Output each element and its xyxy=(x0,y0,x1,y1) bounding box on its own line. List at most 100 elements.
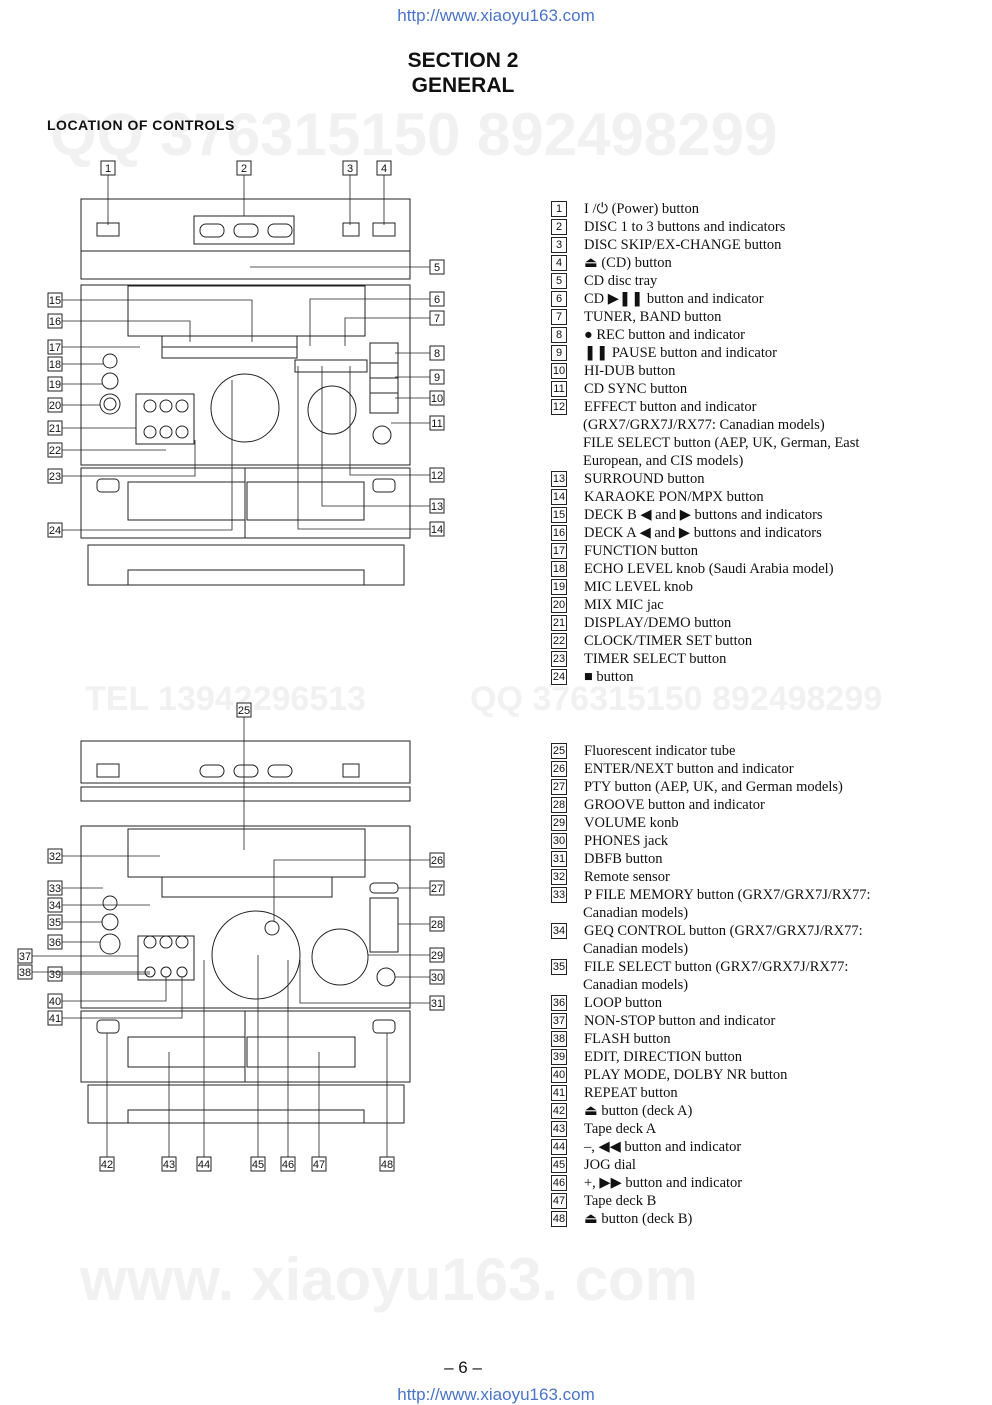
control-number: 29 xyxy=(551,815,567,831)
svg-text:24: 24 xyxy=(49,525,61,537)
control-label: DECK A ◀ and ▶ buttons and indicators xyxy=(584,525,822,541)
control-number: 39 xyxy=(551,1049,567,1065)
control-label: GEQ CONTROL button (GRX7/GRX7J/RX77: xyxy=(584,923,863,939)
control-number: 30 xyxy=(551,833,567,849)
control-label: CD ▶❚❚ button and indicator xyxy=(584,291,764,307)
callout-45: 45 xyxy=(250,1156,266,1172)
callout-4: 4 xyxy=(376,160,392,176)
svg-text:1: 1 xyxy=(105,163,111,175)
control-number: 27 xyxy=(551,779,567,795)
svg-text:27: 27 xyxy=(431,883,443,895)
svg-text:20: 20 xyxy=(49,400,61,412)
control-label: Tape deck A xyxy=(584,1121,657,1137)
control-label: KARAOKE PON/MPX button xyxy=(584,489,764,505)
control-label: Remote sensor xyxy=(584,869,670,885)
callout-5: 5 xyxy=(429,259,445,275)
control-item: 32 Remote sensor xyxy=(551,868,871,886)
control-number: 1 xyxy=(551,201,567,217)
callout-20: 20 xyxy=(47,397,63,413)
svg-text:45: 45 xyxy=(252,1159,264,1171)
control-label: FILE SELECT button (GRX7/GRX7J/RX77: xyxy=(584,959,849,975)
svg-text:17: 17 xyxy=(49,342,61,354)
control-number: 41 xyxy=(551,1085,567,1101)
control-number: 10 xyxy=(551,363,567,379)
control-number: 11 xyxy=(551,381,567,397)
svg-text:35: 35 xyxy=(49,917,61,929)
control-number: 14 xyxy=(551,489,567,505)
svg-text:48: 48 xyxy=(381,1159,393,1171)
callout-36: 36 xyxy=(47,934,63,950)
svg-text:12: 12 xyxy=(431,470,443,482)
control-label: DBFB button xyxy=(584,851,663,867)
callout-25: 25 xyxy=(236,702,252,718)
control-number: 47 xyxy=(551,1193,567,1209)
control-label: PHONES jack xyxy=(584,833,669,849)
control-number: 28 xyxy=(551,797,567,813)
control-label: GROOVE button and indicator xyxy=(584,797,765,813)
callout-7: 7 xyxy=(429,310,445,326)
control-label: PTY button (AEP, UK, and German models) xyxy=(584,779,843,795)
control-number: 40 xyxy=(551,1067,567,1083)
svg-text:9: 9 xyxy=(434,372,440,384)
control-item: 42⏏ button (deck A) xyxy=(551,1102,871,1120)
svg-text:37: 37 xyxy=(19,951,31,963)
svg-text:34: 34 xyxy=(49,900,61,912)
svg-text:10: 10 xyxy=(431,393,443,405)
svg-text:19: 19 xyxy=(49,379,61,391)
footer-url[interactable]: http://www.xiaoyu163.com xyxy=(397,1385,595,1404)
svg-text:29: 29 xyxy=(431,950,443,962)
control-number: 17 xyxy=(551,543,567,559)
callout-26: 26 xyxy=(429,852,445,868)
callout-10: 10 xyxy=(429,390,445,406)
control-number: 21 xyxy=(551,615,567,631)
control-label: MIX MIC jac xyxy=(584,597,664,613)
control-item: 40 PLAY MODE, DOLBY NR button xyxy=(551,1066,871,1084)
control-item: 48⏏ button (deck B) xyxy=(551,1210,871,1228)
callout-28: 28 xyxy=(429,916,445,932)
header-url[interactable]: http://www.xiaoyu163.com xyxy=(397,6,595,25)
control-label: Tape deck B xyxy=(584,1193,657,1209)
control-number: 44 xyxy=(551,1139,567,1155)
control-number: 36 xyxy=(551,995,567,1011)
callout-13: 13 xyxy=(429,498,445,514)
callout-30: 30 xyxy=(429,969,445,985)
svg-text:39: 39 xyxy=(49,969,61,981)
callout-46: 46 xyxy=(280,1156,296,1172)
callout-44: 44 xyxy=(196,1156,212,1172)
control-label-continuation: European, and CIS models) xyxy=(583,453,744,469)
control-number: 32 xyxy=(551,869,567,885)
svg-text:23: 23 xyxy=(49,471,61,483)
control-label: TIMER SELECT button xyxy=(584,651,727,667)
control-label-continuation: FILE SELECT button (AEP, UK, German, Eas… xyxy=(583,435,860,451)
control-number: 22 xyxy=(551,633,567,649)
callout-6: 6 xyxy=(429,291,445,307)
leader-lines xyxy=(32,175,430,1157)
control-number: 42 xyxy=(551,1103,567,1119)
svg-text:42: 42 xyxy=(101,1159,113,1171)
control-label: ENTER/NEXT button and indicator xyxy=(584,761,794,777)
control-number: 2 xyxy=(551,219,567,235)
control-number: 20 xyxy=(551,597,567,613)
control-item: 4⏏ (CD) button xyxy=(551,254,859,272)
control-label: ■ button xyxy=(584,669,634,685)
control-label: PLAY MODE, DOLBY NR button xyxy=(584,1067,788,1083)
control-item: 20 MIX MIC jac xyxy=(551,596,859,614)
svg-text:4: 4 xyxy=(381,163,387,175)
control-item: 28 GROOVE button and indicator xyxy=(551,796,871,814)
control-label: CLOCK/TIMER SET button xyxy=(584,633,753,649)
